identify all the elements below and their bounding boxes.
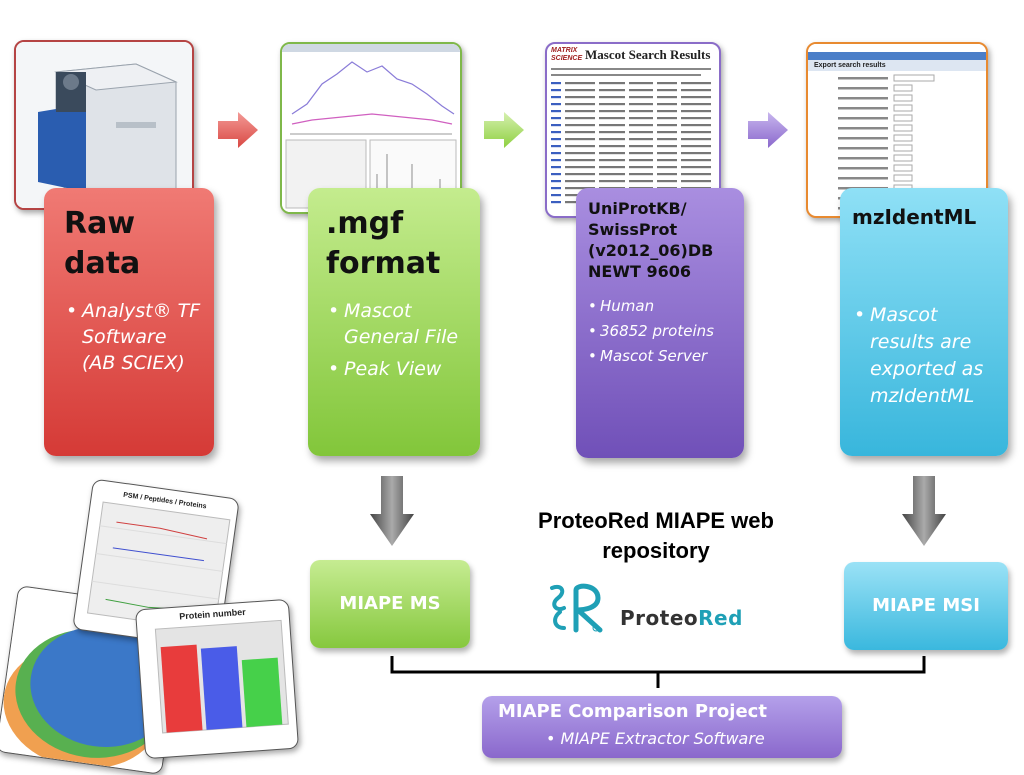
miape-ms-box: MIAPE MS bbox=[310, 560, 470, 648]
arrow-right-icon bbox=[484, 112, 524, 148]
raw-data-card: Raw data •Analyst® TF Software (AB SCIEX… bbox=[44, 188, 214, 456]
psm-peptides-chart: PSM / Peptides / Proteins bbox=[72, 478, 240, 650]
proteored-emblem-icon bbox=[550, 583, 603, 633]
spectrum-screenshot bbox=[280, 42, 462, 214]
protein-number-chart: Protein number bbox=[134, 598, 300, 760]
arrow-down-icon bbox=[902, 476, 946, 546]
card-title: UniProtKB/ SwissProt (v2012_06)DB NEWT 9… bbox=[588, 199, 714, 281]
comparison-bullet: • MIAPE Extractor Software bbox=[546, 729, 765, 748]
comparison-project-box: MIAPE Comparison Project • MIAPE Extract… bbox=[482, 696, 842, 758]
arrow-right-icon bbox=[748, 112, 788, 148]
mzidentml-card: mzIdentML •Mascot results are exported a… bbox=[840, 188, 1008, 456]
miape-msi-box: MIAPE MSI bbox=[844, 562, 1008, 650]
card-bullet: •Mascot General File bbox=[328, 300, 459, 348]
export-title: Export search results bbox=[808, 60, 986, 71]
logo-text-proteo: Proteo bbox=[620, 606, 699, 630]
uniprot-card: UniProtKB/ SwissProt (v2012_06)DB NEWT 9… bbox=[576, 188, 744, 458]
arrow-right-icon bbox=[218, 112, 258, 148]
protein-bar bbox=[200, 646, 243, 730]
card-bullet: •Analyst® TF Software (AB SCIEX) bbox=[66, 300, 201, 374]
protein-bar bbox=[241, 657, 283, 728]
matrix-science-logo: MATRIX SCIENCE bbox=[551, 47, 583, 62]
card-bullet: •Mascot Server bbox=[588, 347, 708, 365]
arrow-down-icon bbox=[370, 476, 414, 546]
card-bullet: •Mascot results are exported as mzIdentM… bbox=[854, 304, 984, 407]
bracket-connector bbox=[390, 656, 926, 688]
protein-bar bbox=[160, 644, 203, 733]
comparison-title: MIAPE Comparison Project bbox=[498, 701, 767, 722]
card-bullet: •36852 proteins bbox=[588, 322, 714, 340]
card-title: Raw data bbox=[64, 206, 141, 281]
mascot-title: Mascot Search Results bbox=[585, 47, 711, 62]
card-title: .mgf format bbox=[326, 206, 441, 281]
repository-title: ProteoRed MIAPE web repository bbox=[538, 508, 774, 563]
proteored-logo: ProteoRed bbox=[546, 582, 756, 638]
mgf-format-card: .mgf format •Mascot General File •Peak V… bbox=[308, 188, 480, 456]
card-bullet: •Human bbox=[588, 297, 655, 315]
mass-spectrometer-image bbox=[14, 40, 194, 210]
logo-text-red: Red bbox=[698, 606, 743, 630]
card-bullet: •Peak View bbox=[328, 358, 442, 380]
card-title: mzIdentML bbox=[852, 205, 977, 229]
